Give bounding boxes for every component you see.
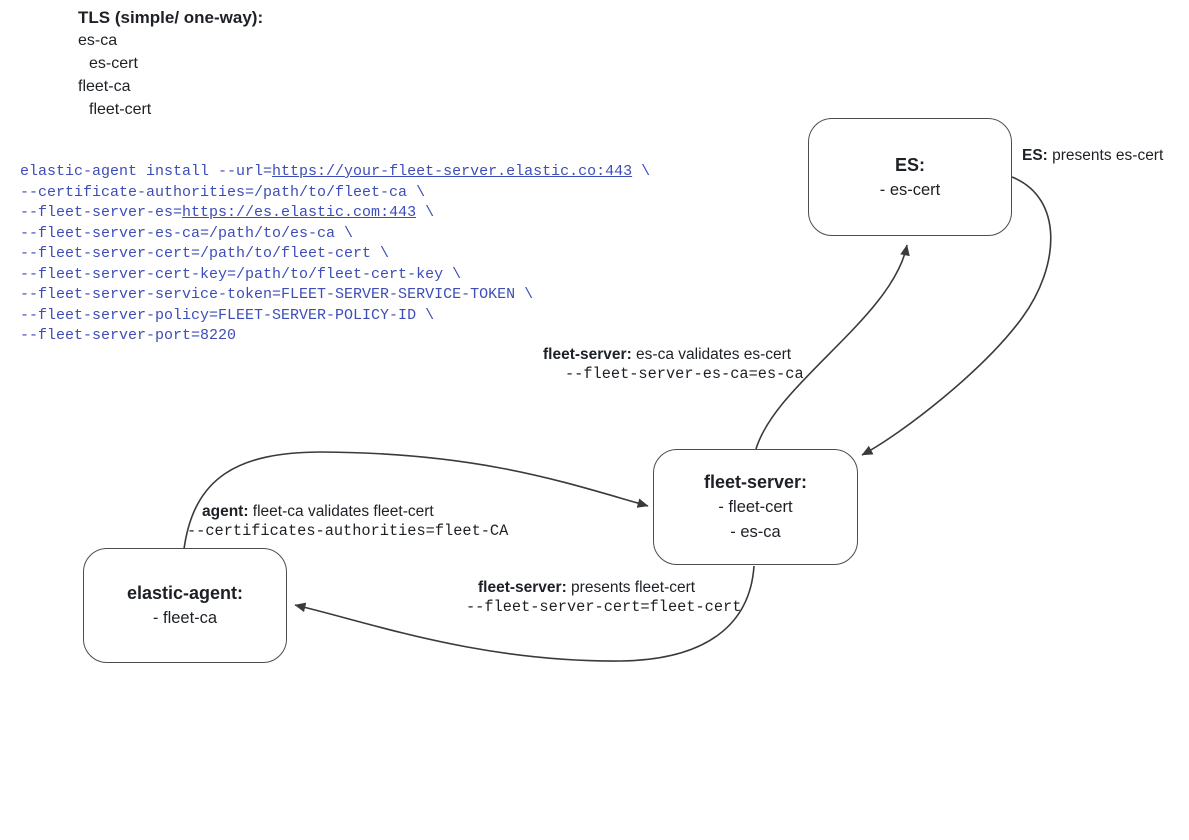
node-fleet-server-title: fleet-server: [703,472,808,492]
command-text: --fleet-server-es= [20,204,183,221]
command-line: --fleet-server-es=https://es.elastic.com… [20,203,650,224]
command-url-link[interactable]: https://your-fleet-server.elastic.co:443 [272,163,633,180]
command-text: --fleet-server-port=8220 [20,327,237,344]
label-agent-validates-bold: agent: [202,503,249,520]
legend-item-fleet-ca: fleet-ca [78,78,131,95]
node-elastic-agent-item: - fleet-ca [152,609,218,627]
edge-agent-validates-arrow [183,451,649,550]
legend-item-es-cert: es-cert [89,55,138,72]
command-line: --fleet-server-cert=/path/to/fleet-cert … [20,244,650,265]
label-es-presents-text: presents es-cert [1047,147,1164,164]
command-line: elastic-agent install --url=https://your… [20,162,650,183]
command-text: --certificate-authorities=/path/to/fleet… [20,183,426,201]
node-es: ES: - es-cert [808,118,1012,236]
command-text: --fleet-server-cert=/path/to/fleet-cert … [20,245,390,262]
command-text: \ [416,204,435,221]
node-fleet-server: fleet-server: - fleet-cert - es-ca [653,449,858,565]
command-line: --fleet-server-service-token=FLEET-SERVE… [20,285,650,306]
label-agent-validates: agent: fleet-ca validates fleet-cert --c… [187,502,508,542]
install-command-block: elastic-agent install --url=https://your… [20,162,650,347]
command-line: --certificate-authorities=/path/to/fleet… [20,183,650,204]
label-fleet-validates-flag: --fleet-server-es-ca=es-ca [565,365,804,383]
command-text: \ [632,163,651,180]
label-agent-validates-line: agent: fleet-ca validates fleet-cert [202,502,508,521]
node-fleet-server-item: - es-ca [730,523,781,541]
command-text: --fleet-server-cert-key=/path/to/fleet-c… [20,265,462,283]
node-elastic-agent: elastic-agent: - fleet-ca [83,548,287,663]
label-fleet-presents-flag: --fleet-server-cert=fleet-cert [466,598,742,616]
label-fleet-validates-text: es-ca validates es-cert [631,346,792,363]
label-fleet-presents-text: presents fleet-cert [566,579,696,596]
label-fleet-validates: fleet-server: es-ca validates es-cert --… [543,345,804,385]
edge-fleet-validates-arrow [755,244,910,450]
legend-title: TLS (simple/ one-way): [78,8,264,27]
node-es-title: ES: [894,154,925,175]
node-es-item: - es-cert [879,180,941,199]
command-text: --fleet-server-policy=FLEET-SERVER-POLIC… [20,306,435,324]
edge-es-presents-arrow [861,176,1052,456]
command-text: --fleet-server-service-token=FLEET-SERVE… [20,286,534,303]
command-line: --fleet-server-cert-key=/path/to/fleet-c… [20,265,650,286]
label-fleet-presents-bold: fleet-server: [478,579,567,596]
label-es-presents: ES: presents es-cert [1022,146,1163,165]
node-elastic-agent-title: elastic-agent: [126,583,244,603]
legend-item-fleet-cert: fleet-cert [89,101,152,118]
label-fleet-presents: fleet-server: presents fleet-cert --flee… [466,578,741,618]
command-line: --fleet-server-es-ca=/path/to/es-ca \ [20,224,650,245]
edge-fleet-presents-arrow [294,565,755,662]
node-fleet-server-item: - fleet-cert [718,498,793,516]
label-agent-validates-flag: --certificates-authorities=fleet-CA [187,522,509,540]
label-fleet-validates-line: fleet-server: es-ca validates es-cert [543,345,804,364]
command-text: elastic-agent install --url= [20,163,273,180]
label-es-presents-bold: ES: [1022,147,1048,164]
command-url-link[interactable]: https://es.elastic.com:443 [182,204,417,221]
command-line: --fleet-server-policy=FLEET-SERVER-POLIC… [20,306,650,327]
command-text: --fleet-server-es-ca=/path/to/es-ca \ [20,224,354,242]
label-fleet-presents-line: fleet-server: presents fleet-cert [478,578,741,597]
command-line: --fleet-server-port=8220 [20,326,650,347]
tls-legend: TLS (simple/ one-way): es-ca es-cert fle… [78,6,263,121]
legend-item-es-ca: es-ca [78,32,118,49]
label-fleet-validates-bold: fleet-server: [543,346,632,363]
label-agent-validates-text: fleet-ca validates fleet-cert [248,503,434,520]
